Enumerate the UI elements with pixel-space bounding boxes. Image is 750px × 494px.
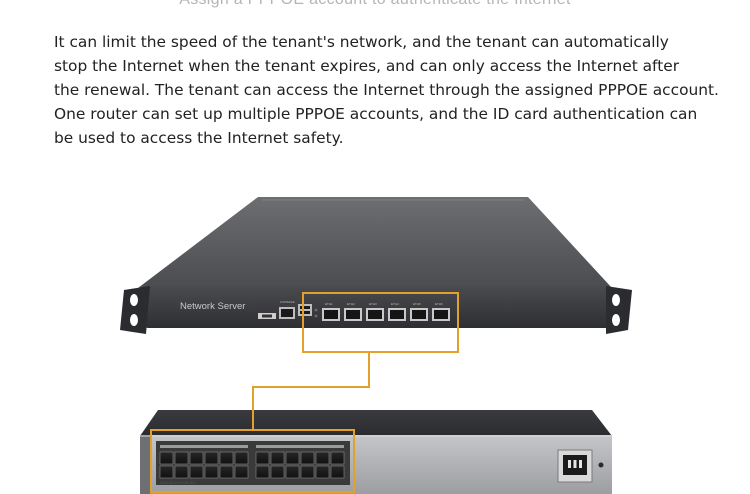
eth-port (388, 308, 406, 321)
console-label: CONSOLE (280, 300, 295, 304)
eth-port-label: ETH2 (347, 302, 355, 306)
eth-port-label: ETH1 (325, 302, 333, 306)
feature-description: It can limit the speed of the tenant's n… (54, 33, 719, 147)
ethernet-port-group: ETH1 ETH2 ETH3 ETH4 ETH5 ETH6 (322, 302, 450, 321)
router-ports-highlight (302, 292, 459, 353)
router-rack-ear-left (120, 286, 150, 334)
status-led (314, 308, 318, 312)
eth-port-label: ETH4 (391, 302, 399, 306)
eth-port (366, 308, 384, 321)
router-brand-label: Network Server (180, 301, 245, 312)
dual-usb-port (298, 304, 312, 316)
eth-port (432, 308, 450, 321)
switch-ports (159, 445, 345, 479)
eth-port-label: ETH6 (435, 302, 443, 306)
connection-highlight (150, 292, 459, 493)
network-switch: SW108-24-POE-AX (140, 410, 612, 494)
eth-port-label: ETH3 (369, 302, 377, 306)
switch-ports-highlight (150, 429, 355, 493)
section-title: Assign a PPPOE account to authenticate t… (0, 0, 750, 9)
network-server-router: Network Server CONSOLE ETH1 ETH2 ETH3 ET… (120, 197, 632, 334)
eth-port (410, 308, 428, 321)
eth-port-label: ETH5 (413, 302, 421, 306)
eth-port (344, 308, 362, 321)
router-top-panel (138, 197, 612, 288)
switch-model-label: SW108-24-POE-AX (160, 480, 196, 485)
switch-top-panel (140, 410, 612, 436)
connector-line (252, 352, 370, 430)
eth-port (322, 308, 340, 321)
router-rack-ear-right (606, 286, 632, 334)
power-switch (598, 462, 604, 468)
